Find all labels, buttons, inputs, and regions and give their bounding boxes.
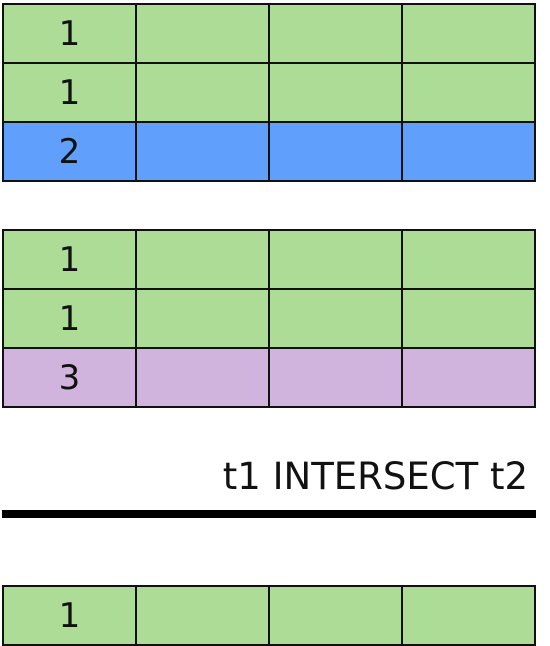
row-cell	[268, 347, 403, 408]
row-cell	[401, 3, 536, 64]
table-t2-row: 1	[2, 288, 536, 349]
row-cell	[401, 229, 536, 290]
row-cell	[135, 347, 270, 408]
row-value-cell: 1	[2, 288, 137, 349]
row-cell	[135, 288, 270, 349]
row-cell	[268, 229, 403, 290]
row-value-cell: 1	[2, 229, 137, 290]
row-cell	[401, 585, 536, 646]
row-value-cell: 1	[2, 585, 137, 646]
row-value-cell: 1	[2, 3, 137, 64]
row-cell	[401, 62, 536, 123]
row-cell	[135, 3, 270, 64]
row-value-cell: 3	[2, 347, 137, 408]
table-t1-row: 1	[2, 3, 536, 64]
row-cell	[401, 347, 536, 408]
row-value-cell: 2	[2, 121, 137, 182]
table-result-body: 1	[2, 585, 536, 646]
table-result-row: 1	[2, 585, 536, 646]
row-cell	[268, 3, 403, 64]
row-cell	[135, 585, 270, 646]
table-t2-row: 1	[2, 229, 536, 290]
row-cell	[268, 288, 403, 349]
row-value-cell: 1	[2, 62, 137, 123]
row-cell	[135, 229, 270, 290]
operation-divider	[2, 510, 536, 518]
row-cell	[401, 288, 536, 349]
table-t1-row: 2	[2, 121, 536, 182]
table-result: 1	[2, 585, 536, 646]
table-t1-row: 1	[2, 62, 536, 123]
row-cell	[268, 121, 403, 182]
row-cell	[401, 121, 536, 182]
row-cell	[268, 62, 403, 123]
row-cell	[135, 62, 270, 123]
table-t2-row: 3	[2, 347, 536, 408]
operation-label: t1 INTERSECT t2	[222, 455, 528, 498]
row-cell	[135, 121, 270, 182]
row-cell	[268, 585, 403, 646]
